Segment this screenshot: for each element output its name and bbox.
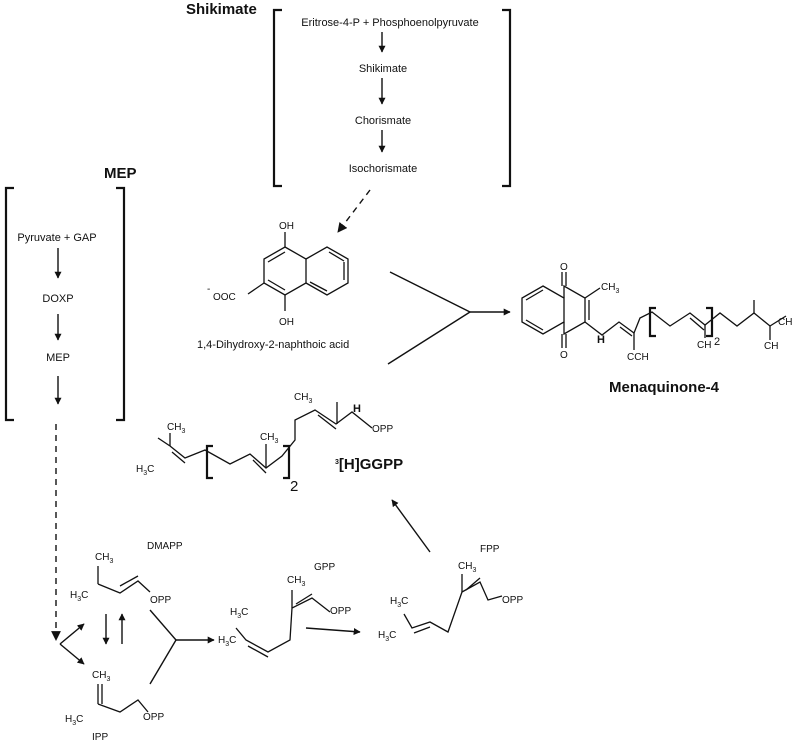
fpp-structure: FPP CH3 H3C H3C OPP xyxy=(378,544,523,643)
shikimate-step-1: Eritrose-4-P + Phosphoenolpyruvate xyxy=(301,17,478,29)
menaquinone-benzene-ring xyxy=(521,285,565,335)
gpp-opp: OPP xyxy=(330,606,351,617)
naphthoic-oh-bottom: OH xyxy=(279,317,294,328)
naphthoic-left-ring xyxy=(263,246,307,296)
menaquinone-quinone-ring xyxy=(563,284,586,336)
menaquinone-tritium-h: H xyxy=(597,334,605,346)
ggpp-methyl-h3c: H3C xyxy=(136,464,154,477)
menaquinone-oxygen-top: O xyxy=(560,262,568,273)
naphthoic-label: 1,4-Dihydroxy-2-naphthoic acid xyxy=(197,339,349,351)
ipp-h3c: H3C xyxy=(65,714,83,727)
ipp-opp: OPP xyxy=(143,712,164,723)
ggpp-structure: CH3 H3C CH3 CH3 H OPP 2 3[H]GGPP xyxy=(136,392,403,495)
ggpp-methyl-a: CH3 xyxy=(167,422,185,435)
naphthoic-acid-structure: OH OH OOC - 1,4-Dihydroxy-2-naphthoic ac… xyxy=(197,221,349,351)
mep-to-dmapp-arrow xyxy=(59,623,85,645)
menaquinone-label: Menaquinone-4 xyxy=(609,379,720,396)
menaquinone-methyl-c: CH xyxy=(697,340,711,351)
ipp-structure: CH3 H3C OPP IPP xyxy=(65,670,164,743)
gpp-structure: GPP CH3 H3C H3C OPP xyxy=(218,562,351,658)
menaquinone-repeat-left xyxy=(648,306,656,338)
mep-step-3: MEP xyxy=(46,352,70,364)
gpp-label: GPP xyxy=(314,562,335,573)
fpp-methyl: CH3 xyxy=(458,561,476,574)
mep-step-2: DOXP xyxy=(42,293,73,305)
fpp-opp: OPP xyxy=(502,595,523,606)
fpp-h3c-top: H3C xyxy=(390,596,408,609)
menaquinone-repeat-count: 2 xyxy=(714,336,720,348)
ggpp-methyl-b: CH3 xyxy=(260,432,278,445)
mep-left-bracket xyxy=(4,186,14,422)
menaquinone-side-chain xyxy=(584,311,787,336)
mep-step-1: Pyruvate + GAP xyxy=(17,232,96,244)
gpp-to-fpp-arrow xyxy=(305,627,361,636)
gpp-h3c-top: H3C xyxy=(230,607,248,620)
dmapp-methyl: CH3 xyxy=(95,552,113,565)
dmapp-chain xyxy=(97,580,151,594)
ggpp-repeat-count: 2 xyxy=(290,478,298,495)
mep-to-ipp-arrow xyxy=(59,643,85,665)
menaquinone-oxygen-bottom: O xyxy=(560,350,568,361)
ggpp-methyl-c: CH3 xyxy=(294,392,312,405)
gpp-methyl: CH3 xyxy=(287,575,305,588)
ggpp-chain xyxy=(169,409,373,469)
shikimate-step-4: Isochorismate xyxy=(349,163,417,175)
naphthoic-oh-top: OH xyxy=(279,221,294,232)
shikimate-right-bracket xyxy=(502,8,512,188)
ggpp-repeat-right xyxy=(283,444,291,480)
naphthoic-carboxylate: OOC xyxy=(213,292,236,303)
menaquinone-methyl: CH3 xyxy=(601,282,619,295)
shikimate-step-2: Shikimate xyxy=(359,63,407,75)
menaquinone-repeat-right xyxy=(706,306,714,338)
ggpp-tritium-h: H xyxy=(353,403,361,415)
dmapp-label: DMAPP xyxy=(147,541,183,552)
menaquinone-converging-arrow xyxy=(387,271,511,365)
gpp-converging-arrow xyxy=(149,609,215,685)
shikimate-pathway: Shikimate Eritrose-4-P + Phosphoenolpyru… xyxy=(186,1,512,233)
dmapp-structure: DMAPP CH3 H3C OPP xyxy=(70,541,183,606)
mep-pathway: MEP Pyruvate + GAP DOXP MEP xyxy=(4,165,137,641)
fpp-to-ggpp-arrow xyxy=(391,499,431,553)
shikimate-left-bracket xyxy=(272,8,282,188)
ggpp-label: 3[H]GGPP xyxy=(335,456,403,473)
ipp-chain xyxy=(97,699,149,713)
dmapp-opp: OPP xyxy=(150,595,171,606)
ggpp-repeat-left xyxy=(205,444,213,480)
shikimate-step-3: Chorismate xyxy=(355,115,411,127)
ipp-label: IPP xyxy=(92,732,108,743)
ipp-methyl: CH3 xyxy=(92,670,110,683)
menaquinone-methyl-e: CH xyxy=(764,341,778,352)
dmapp-h3c: H3C xyxy=(70,590,88,603)
fpp-chain xyxy=(403,581,503,633)
menaquinone-structure: O O CH3 H CCH CH CH CH 2 Menaquinone-4 xyxy=(521,262,792,396)
mep-right-bracket xyxy=(116,186,126,422)
gpp-h3c-bottom: H3C xyxy=(218,635,236,648)
shikimate-title: Shikimate xyxy=(186,1,257,18)
naphthoic-charge: - xyxy=(207,284,210,295)
menaquinone-methyl-d: CH xyxy=(778,317,792,328)
gpp-chain xyxy=(235,597,331,653)
shikimate-dashed-arrow xyxy=(337,189,371,233)
menaquinone-methyl-b: CCH xyxy=(627,352,649,363)
fpp-h3c-bottom: H3C xyxy=(378,630,396,643)
naphthoic-right-ring xyxy=(305,246,349,296)
mep-title: MEP xyxy=(104,165,137,182)
ggpp-opp: OPP xyxy=(372,424,393,435)
fpp-label: FPP xyxy=(480,544,500,555)
